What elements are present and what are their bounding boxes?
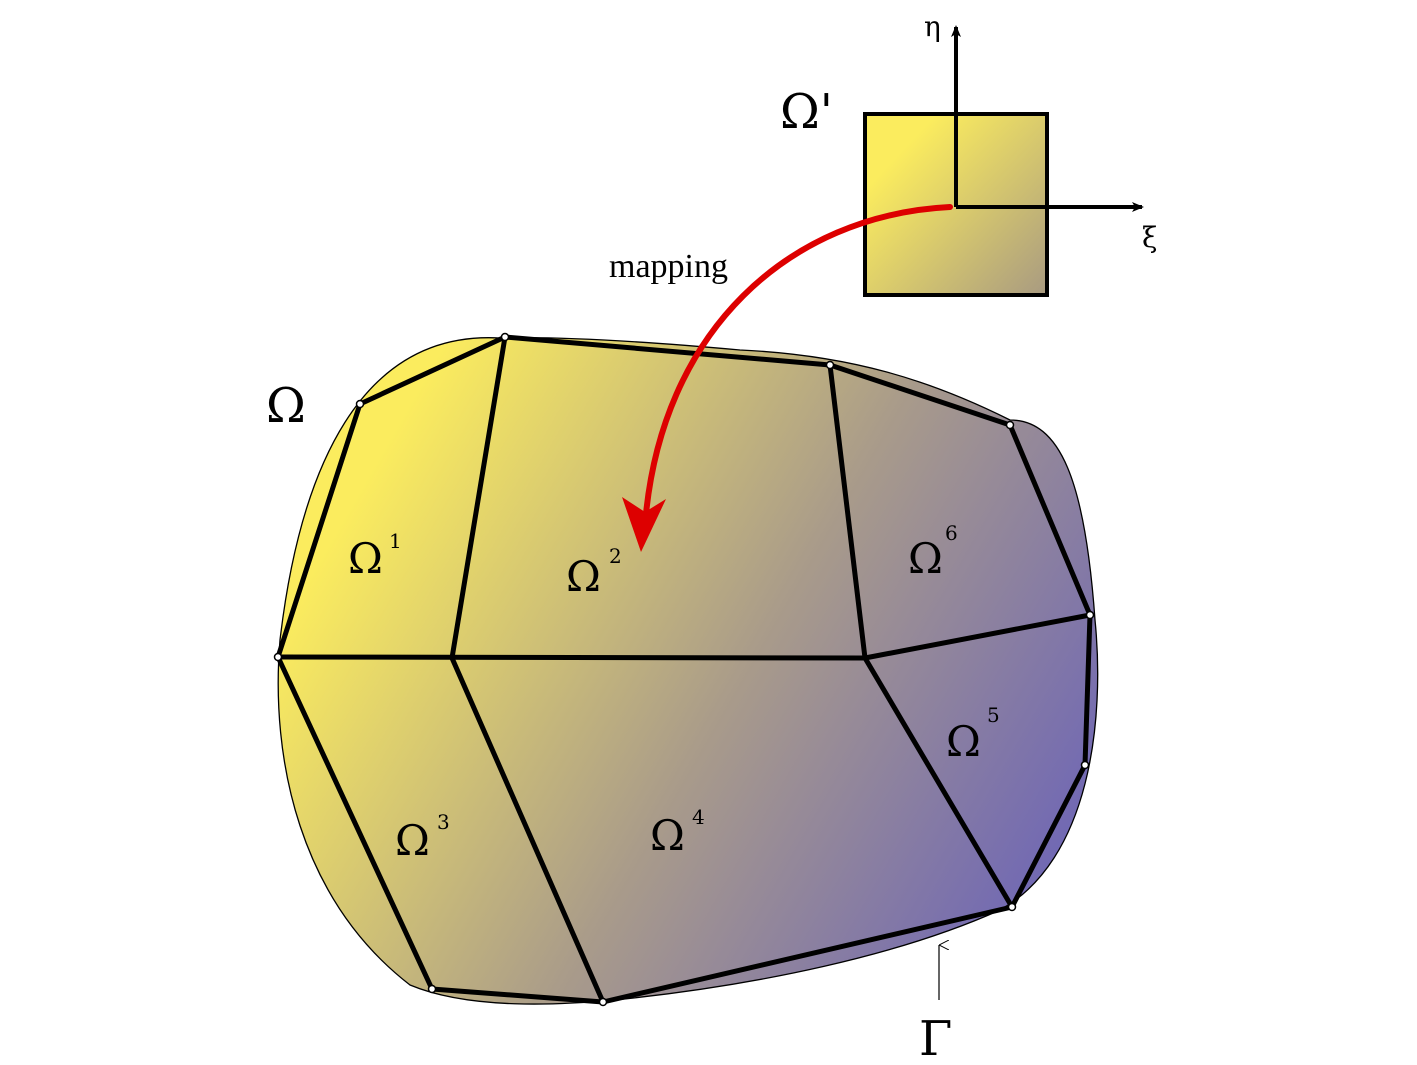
subdomain-label-2: Ω: [566, 552, 601, 601]
subdomain-index-6: 6: [945, 521, 958, 545]
subdomain-label-4: Ω: [650, 811, 685, 860]
boundary-label: Γ: [919, 1011, 952, 1065]
mapping-arrow: [642, 204, 953, 528]
eta-label: η: [924, 10, 941, 43]
subdomain-index-3: 3: [437, 810, 450, 834]
domain-label: Ω: [266, 378, 306, 434]
subdomain-index-5: 5: [987, 703, 1000, 727]
xi-label: ξ: [1142, 221, 1157, 254]
subdomain-label-3: Ω: [395, 816, 430, 865]
subdomain-index-2: 2: [609, 544, 622, 568]
subdomain-label-1: Ω: [348, 534, 383, 583]
subdomain-label-6: Ω: [908, 534, 943, 583]
subdomain-label-5: Ω: [946, 717, 981, 766]
mapping-arrowhead: [622, 497, 666, 552]
mesh-nodes: [273, 332, 1095, 1007]
domain-omega-region: [277, 336, 1099, 1005]
mapping-label: mapping: [609, 248, 728, 285]
subdomain-index-4: 4: [692, 805, 705, 829]
subdomain-index-1: 1: [389, 529, 402, 553]
reference-element-label: Ω': [780, 84, 833, 140]
